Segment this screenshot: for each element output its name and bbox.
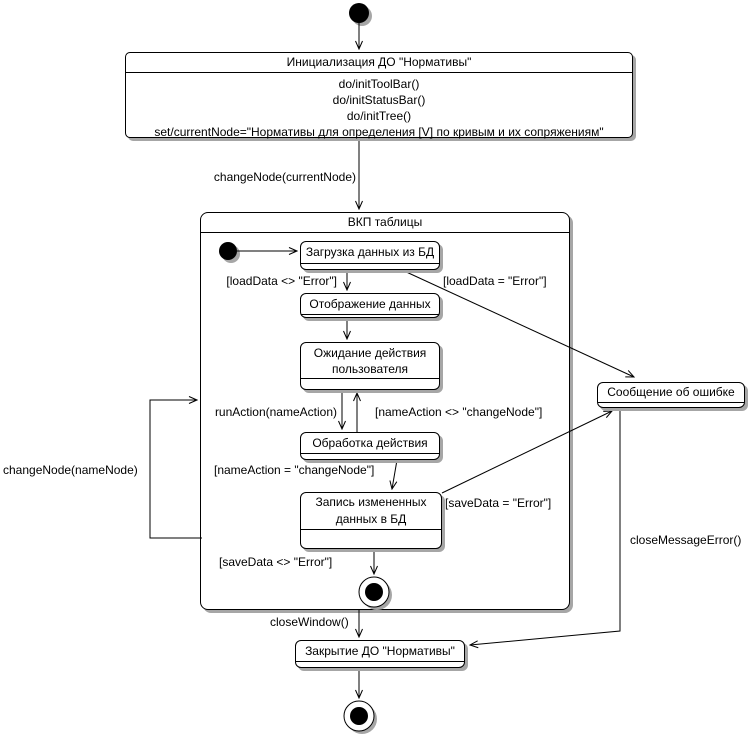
state-title-save: Запись измененных данных в БД (301, 493, 441, 530)
init-action-statusbar: do/initStatusBar() (332, 93, 426, 107)
transition-label-close-window: closeWindow() (270, 615, 349, 629)
transition-label-save-error: [saveData = "Error"] (445, 496, 552, 510)
state-actions-init: do/initToolBar() do/initStatusBar() do/i… (126, 73, 632, 140)
state-load-data: Загрузка данных из БД (300, 241, 440, 270)
inner-final-state-dot (365, 583, 383, 601)
transition-line-vkp-self-loop (149, 400, 202, 539)
transition-label-change-node-current: changeNode(currentNode) (213, 170, 356, 184)
transition-label-action-not-change-node: [nameAction <> "changeNode"] (375, 405, 543, 419)
state-body-load (301, 264, 439, 269)
state-body-process (301, 454, 439, 459)
state-title-load: Загрузка данных из БД (301, 242, 439, 264)
state-display-data: Отображение данных (300, 293, 440, 318)
initial-state-dot (349, 3, 369, 23)
state-init-normativy: Инициализация ДО "Нормативы" do/initTool… (125, 52, 633, 140)
state-save-data: Запись измененных данных в БД (300, 492, 442, 549)
state-body-close (296, 662, 464, 667)
transition-label-change-node-name: changeNode(nameNode) (3, 463, 138, 477)
state-title-error: Сообщение об ошибке (598, 383, 744, 403)
init-action-toolbar: do/initToolBar() (338, 77, 420, 91)
final-state-dot (350, 707, 368, 725)
inner-initial-state-dot (219, 242, 237, 260)
state-body-save (301, 530, 441, 548)
transition-line-save-to-error (441, 411, 612, 494)
transition-label-load-error: [loadData = "Error"] (443, 274, 547, 288)
state-body-error (598, 403, 744, 407)
transition-label-save-ok: [saveData <> "Error"] (219, 555, 333, 569)
init-action-set-currentnode: set/currentNode="Нормативы для определен… (154, 125, 604, 139)
state-body-wait (301, 379, 439, 389)
transition-line-load-to-error (401, 269, 634, 377)
state-process-action: Обработка действия (300, 432, 440, 460)
state-title-process: Обработка действия (301, 433, 439, 454)
transition-line-process-to-save (392, 459, 398, 489)
state-close-normativy: Закрытие ДО "Нормативы" (295, 640, 465, 668)
state-wait-user-action: Ожидание действия пользователя (300, 342, 440, 390)
state-title-init: Инициализация ДО "Нормативы" (126, 53, 632, 73)
init-action-tree: do/initTree() (346, 109, 412, 123)
state-title-display: Отображение данных (301, 294, 439, 315)
transition-line-error-to-close (470, 408, 621, 645)
state-title-wait: Ожидание действия пользователя (301, 343, 439, 379)
transition-label-load-ok: [loadData <> "Error"] (226, 274, 337, 288)
transition-label-close-message-error: closeMessageError() (630, 533, 742, 547)
transition-label-run-action: runAction(nameAction) (214, 405, 337, 419)
transition-label-action-change-node: [nameAction = "changeNode"] (214, 463, 375, 477)
state-body-display (301, 315, 439, 317)
state-error-message: Сообщение об ошибке (597, 382, 745, 408)
state-title-vkp: ВКП таблицы (201, 213, 569, 233)
state-title-close: Закрытие ДО "Нормативы" (296, 641, 464, 662)
